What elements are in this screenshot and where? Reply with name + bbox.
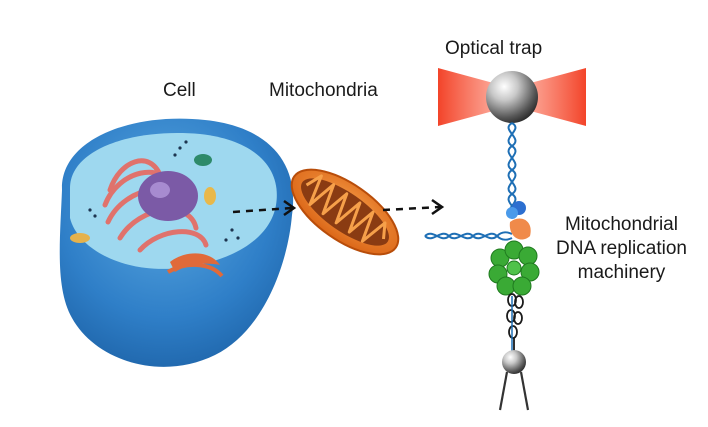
micropipette xyxy=(498,371,530,411)
small-organelle-1 xyxy=(194,154,212,166)
arrow-mitochondria-to-trap xyxy=(382,198,445,216)
trapped-bead xyxy=(486,71,538,123)
dna-upper xyxy=(507,122,517,219)
optical-trap-label: Optical trap xyxy=(445,38,543,59)
nucleus xyxy=(138,171,198,221)
cell-illustration xyxy=(59,118,294,367)
machinery-label-line-1: Mitochondrial xyxy=(564,214,678,235)
replication-machinery-label: Mitochondrial DNA replication machinery xyxy=(556,213,687,284)
dna-lower-coiled xyxy=(506,293,524,352)
optical-trap-laser xyxy=(438,68,586,126)
cristae xyxy=(305,174,387,243)
mitochondria-label: Mitochondria xyxy=(269,80,378,101)
laser-right xyxy=(512,68,586,126)
ribosome-dots xyxy=(88,140,240,242)
machinery-label-line-2: DNA replication xyxy=(556,237,687,259)
green-protein-ring xyxy=(488,240,540,296)
replication-machinery xyxy=(488,201,540,296)
arrow-cell-to-mitochondria xyxy=(232,199,297,217)
nucleolus xyxy=(150,182,170,198)
machinery-label-line-3: machinery xyxy=(577,261,666,283)
small-organelle-3 xyxy=(70,233,90,243)
dna-horizontal xyxy=(424,231,513,241)
polymerase-orange xyxy=(509,218,531,240)
mitochondrion-illustration xyxy=(290,168,400,256)
small-organelle-2 xyxy=(204,187,216,205)
laser-left xyxy=(438,68,512,126)
pipette-bead xyxy=(502,350,526,374)
cell-label: Cell xyxy=(163,80,196,101)
